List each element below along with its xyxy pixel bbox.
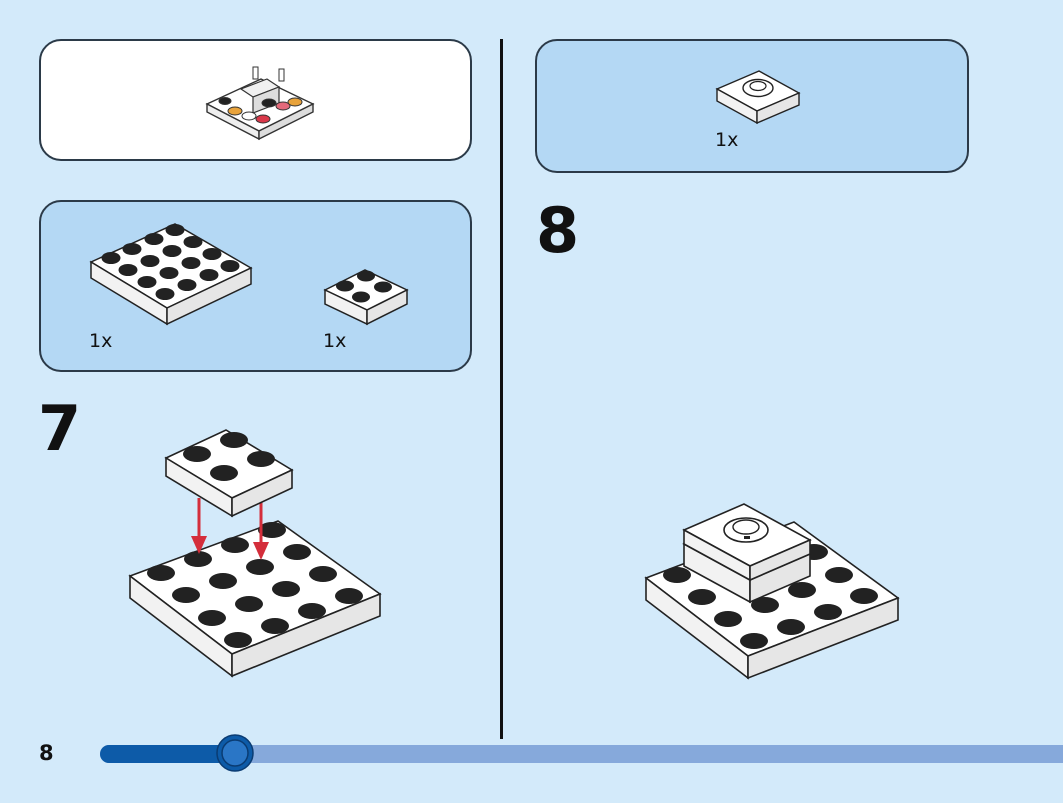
- page-number: 8: [39, 741, 54, 765]
- step-7-parts-panel: 1x 1x: [39, 200, 472, 372]
- step-number-7: 7: [38, 392, 82, 465]
- plate-4x4-icon: [89, 223, 253, 326]
- plate-2x2-icon: [323, 269, 409, 326]
- step-number-8: 8: [536, 194, 580, 267]
- step-8-build-illustration: [644, 503, 900, 680]
- progress-bar-track: [100, 745, 1063, 763]
- part-quantity-tile-2x2: 1x: [715, 129, 739, 151]
- progress-bar-fill: [100, 745, 235, 763]
- part-quantity-plate-4x4: 1x: [89, 330, 113, 352]
- part-quantity-plate-2x2: 1x: [323, 330, 347, 352]
- progress-knob-icon: [216, 734, 254, 772]
- completed-model-preview-image: [205, 66, 315, 141]
- tile-2x2-center-stud-icon: [715, 70, 801, 125]
- step-8-parts-panel: 1x: [535, 39, 969, 173]
- model-preview-panel: [39, 39, 472, 161]
- column-divider: [500, 39, 503, 739]
- step-7-build-illustration: [128, 429, 382, 678]
